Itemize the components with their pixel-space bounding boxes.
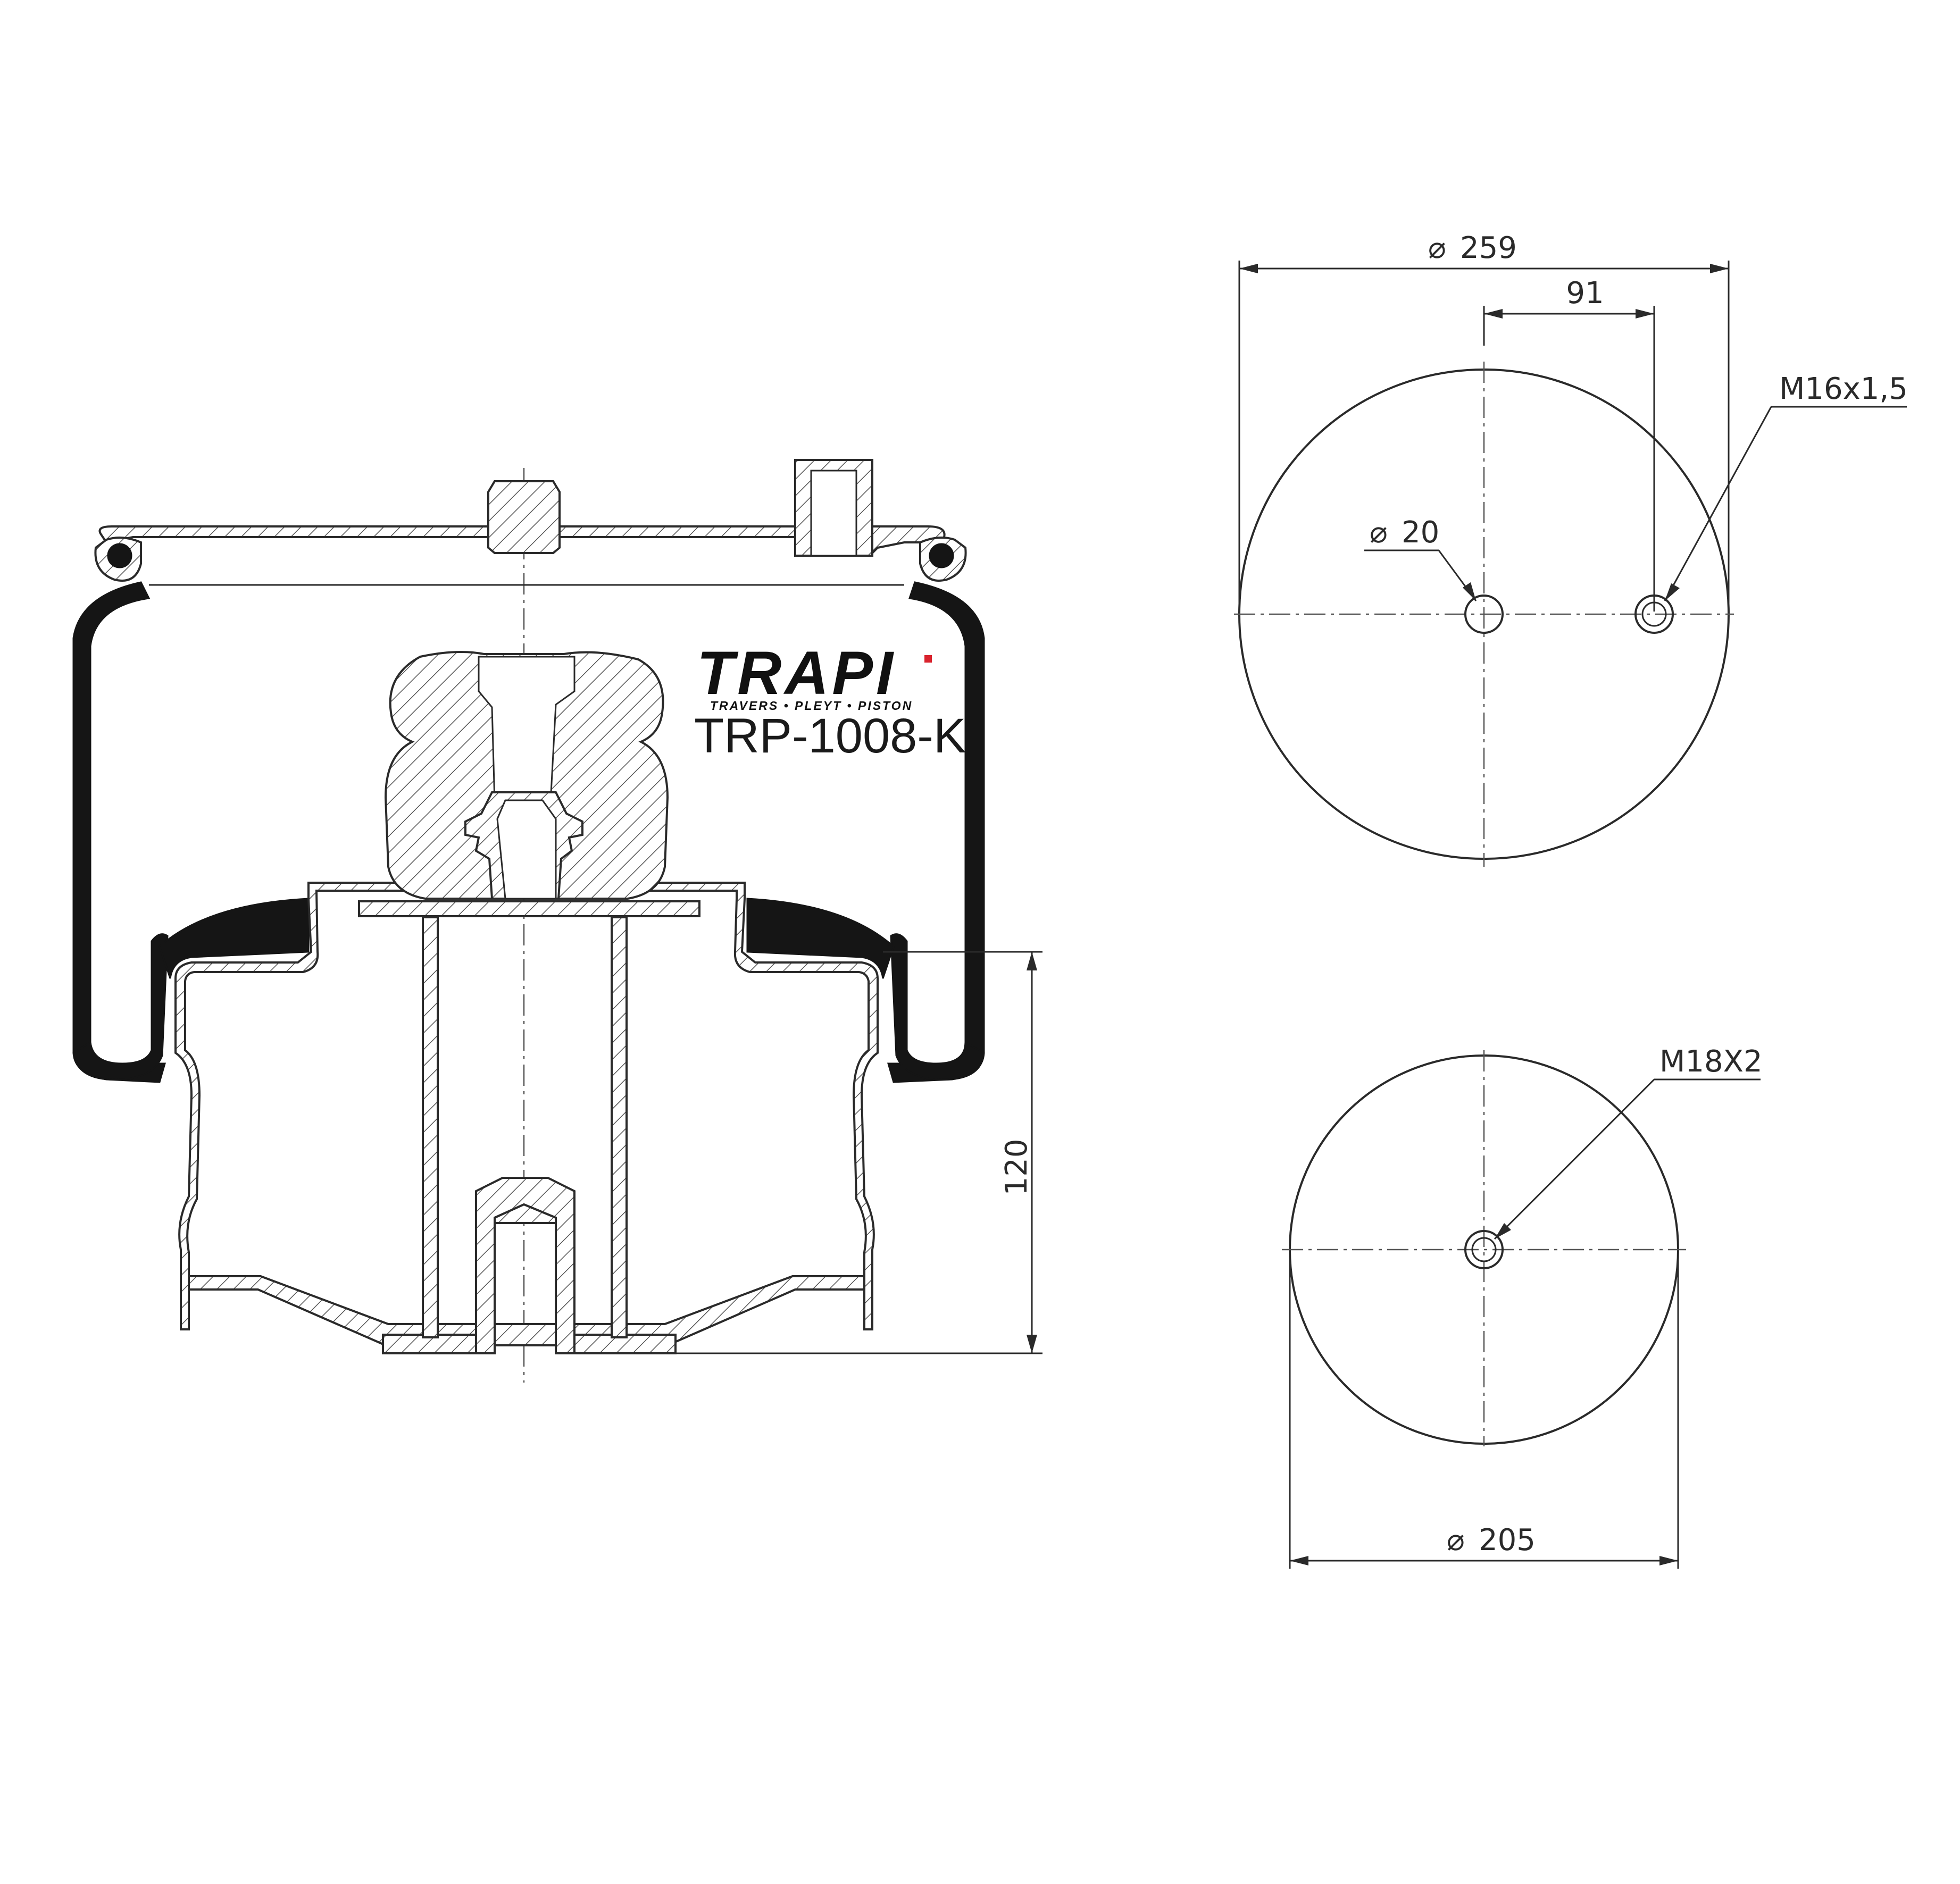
top-center-stud <box>487 480 561 554</box>
bottom-diameter-symbol: ⌀ <box>1447 1523 1465 1558</box>
top-diameter-label: 259 <box>1460 231 1517 265</box>
stud-label: 20 <box>1402 515 1439 550</box>
piston-base <box>188 1275 865 1354</box>
top-diameter-symbol: ⌀ <box>1428 231 1446 265</box>
top-diameter-dimension: ⌀ 259 <box>1238 231 1730 612</box>
port-thread-leader: M16x1,5 <box>1664 372 1908 601</box>
brand-tagline: TRAVERS • PLEYT • PISTON <box>710 699 913 713</box>
bottom-thread-leader: M18X2 <box>1494 1044 1763 1240</box>
central-tube <box>422 916 628 1338</box>
top-stud-hole <box>1464 594 1504 634</box>
bottom-insert <box>475 1177 576 1354</box>
part-number: TRP-1008-K <box>694 709 966 763</box>
piston-shell <box>174 882 879 1330</box>
height-label: 120 <box>999 1139 1034 1196</box>
brand-accent-mark <box>924 655 932 663</box>
air-port-fitting <box>794 459 873 557</box>
bottom-diameter-dimension: ⌀ 205 <box>1289 1255 1679 1569</box>
bottom-view: M18X2 ⌀ 205 <box>1282 1044 1763 1569</box>
section-view: TRAPI TRAVERS • PLEYT • PISTON TRP-1008-… <box>72 459 1042 1383</box>
bump-stop <box>384 651 669 900</box>
stud-leader: ⌀ 20 <box>1364 515 1477 601</box>
top-bead-left <box>94 537 142 582</box>
offset-dimension: 91 <box>1483 276 1655 612</box>
bottom-diameter-label: 205 <box>1479 1523 1536 1558</box>
stud-diameter-symbol: ⌀ <box>1370 515 1388 550</box>
top-bead-right <box>919 537 967 582</box>
top-view: ⌀ 259 91 ⌀ 20 M16x1,5 <box>1234 231 1908 867</box>
offset-label: 91 <box>1566 276 1604 311</box>
trapi-logo: TRAPI TRAVERS • PLEYT • PISTON TRP-1008-… <box>694 639 966 763</box>
brand-name: TRAPI <box>697 639 896 707</box>
rubber-bellow <box>72 581 985 1083</box>
height-dimension: 120 <box>668 951 1042 1354</box>
bottom-thread-label: M18X2 <box>1659 1044 1763 1079</box>
bottom-thread-hole <box>1464 1230 1504 1269</box>
support-plate <box>358 900 700 917</box>
port-thread-label: M16x1,5 <box>1779 372 1908 406</box>
